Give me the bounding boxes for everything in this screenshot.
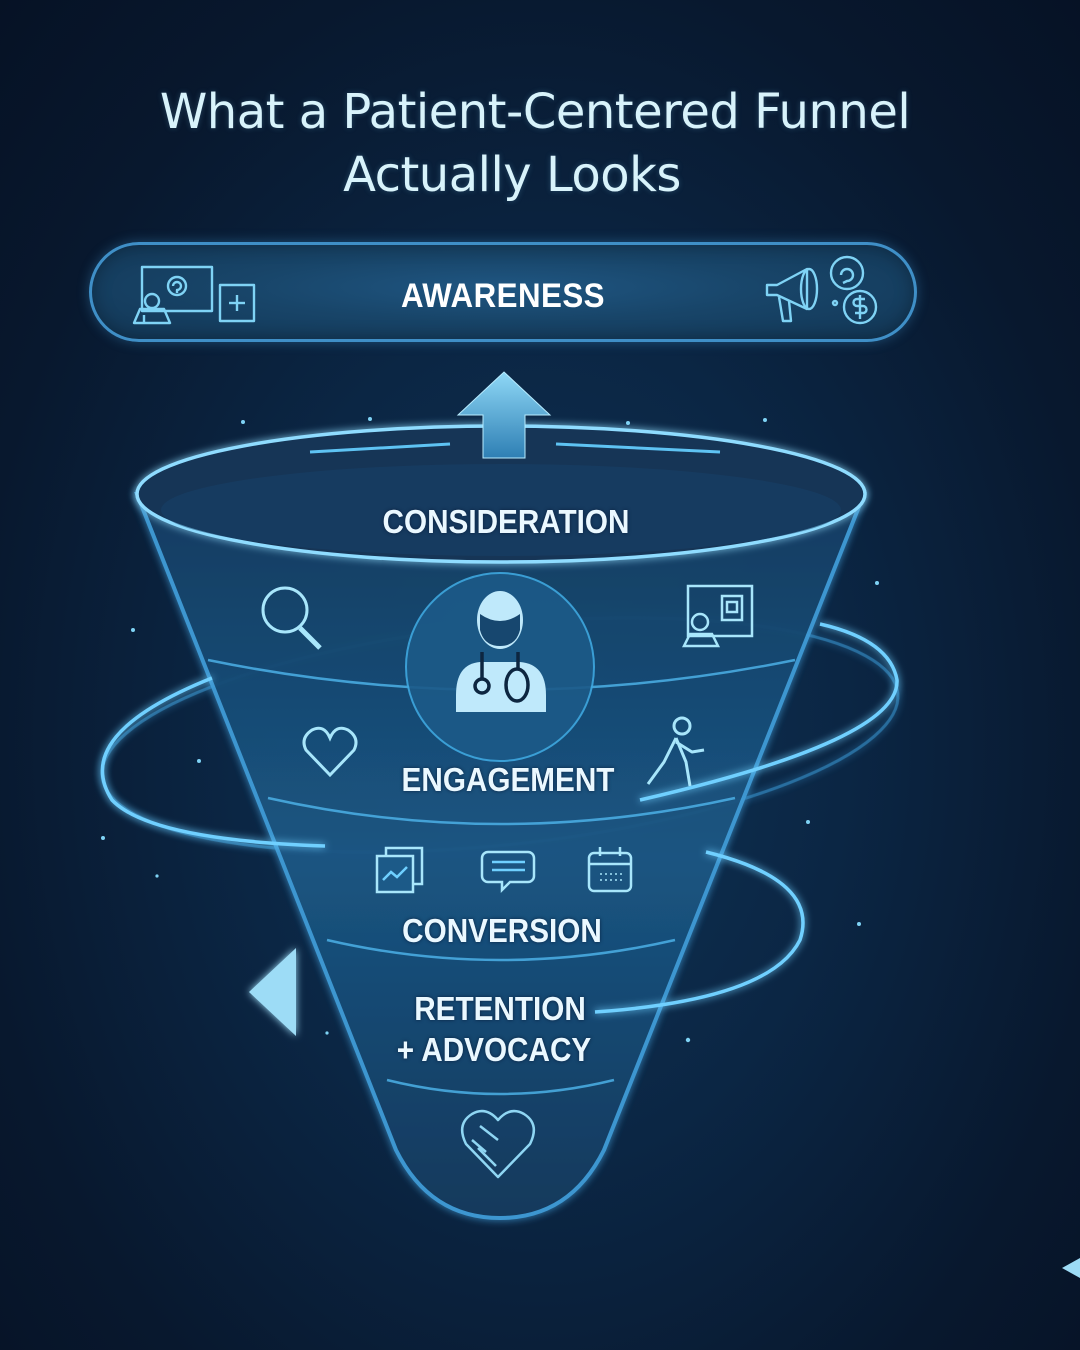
- presentation-screen-icon: [132, 265, 256, 325]
- left-triangle-icon: [249, 948, 296, 1036]
- message-bubble-icon: [480, 850, 536, 894]
- awareness-label: AWARENESS: [400, 277, 606, 315]
- walking-person-icon: [646, 716, 705, 787]
- stage-conversion-label: CONVERSION: [402, 912, 602, 949]
- calendar-icon: [587, 847, 633, 893]
- heart-icon: [302, 726, 358, 778]
- up-arrow-icon: [309, 371, 721, 459]
- handshake-heart-icon: [460, 1109, 536, 1179]
- magnifier-icon: [261, 586, 322, 650]
- stage-engagement-label: ENGAGEMENT: [401, 761, 615, 798]
- doctor-icon: [456, 591, 546, 712]
- presenter-board-icon: [681, 584, 754, 648]
- chart-document-icon: [375, 846, 424, 894]
- megaphone-icon: [765, 255, 878, 325]
- page-title-line-2: Actually Looks: [343, 147, 681, 203]
- stage-advocacy-label: + ADVOCACY: [396, 1031, 592, 1068]
- page-title-line-1: What a Patient-Centered Funnel: [159, 84, 911, 140]
- awareness-stage-banner: AWARENESS: [89, 242, 917, 342]
- corner-arrow-icon: [1062, 1258, 1080, 1278]
- stage-consideration-label: CONSIDERATION: [382, 503, 630, 540]
- stage-retention-label: RETENTION: [414, 990, 586, 1027]
- star-dots: [101, 417, 879, 1043]
